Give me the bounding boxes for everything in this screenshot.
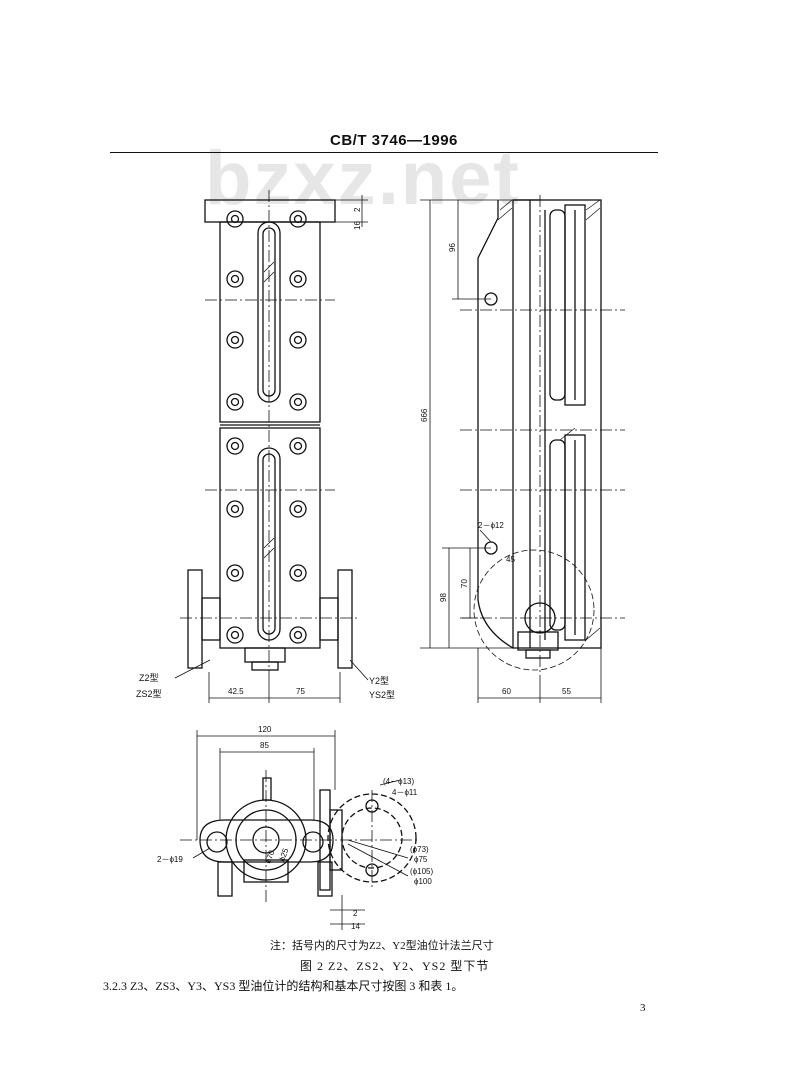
label-4-phi11: 4－ϕ11 [392,788,418,797]
dim-55: 55 [562,687,571,696]
dim-16: 16 [353,221,362,230]
dim-666: 666 [420,408,429,422]
side-view [420,195,625,703]
dim-14: 14 [351,922,360,931]
dia-phi105: (ϕ105) [410,867,433,876]
dia-phi75: ϕ75 [414,855,428,864]
dia-phi70: ϕ70 [263,849,276,865]
dim-70: 70 [460,579,469,588]
dia-phi25: ϕ25 [277,847,290,863]
front-view [174,190,369,703]
dim-2-front: 2 [353,207,362,212]
figure-caption: 图 2 Z2、ZS2、Y2、YS2 型下节 [300,959,490,973]
dim-85: 85 [260,741,269,750]
dia-phi100: ϕ100 [414,877,432,886]
label-2-phi12: 2－ϕ12 [478,521,504,530]
dim-98: 98 [439,593,448,602]
label-zs2: ZS2型 [136,689,162,699]
dim-2-bottom: 2 [353,909,358,918]
dim-96: 96 [448,243,457,252]
dia-phi73: (ϕ73) [410,845,429,854]
label-y2: Y2型 [369,676,389,686]
standard-number-header: CB/T 3746—1996 [330,132,458,149]
dim-75: 75 [296,687,305,696]
dim-42-5: 42.5 [228,687,244,696]
dim-120: 120 [258,725,272,734]
clause-3-2-3: 3.2.3 Z3、ZS3、Y3、YS3 型油位计的结构和基本尺寸按图 3 和表 … [103,979,464,993]
label-z2: Z2型 [139,673,159,683]
front-bolts [226,210,307,644]
dim-45: 45 [506,555,515,564]
label-2-phi19: 2－ϕ19 [157,855,183,864]
label-ys2: YS2型 [369,690,395,700]
page-number: 3 [640,1002,646,1014]
dim-60: 60 [502,687,511,696]
figure-note: 注：括号内的尺寸为Z2、Y2型油位计法兰尺寸 [270,940,494,952]
label-4-phi13: (4－ϕ13) [383,777,414,786]
header-rule [110,152,658,153]
bottom-view [180,730,420,930]
